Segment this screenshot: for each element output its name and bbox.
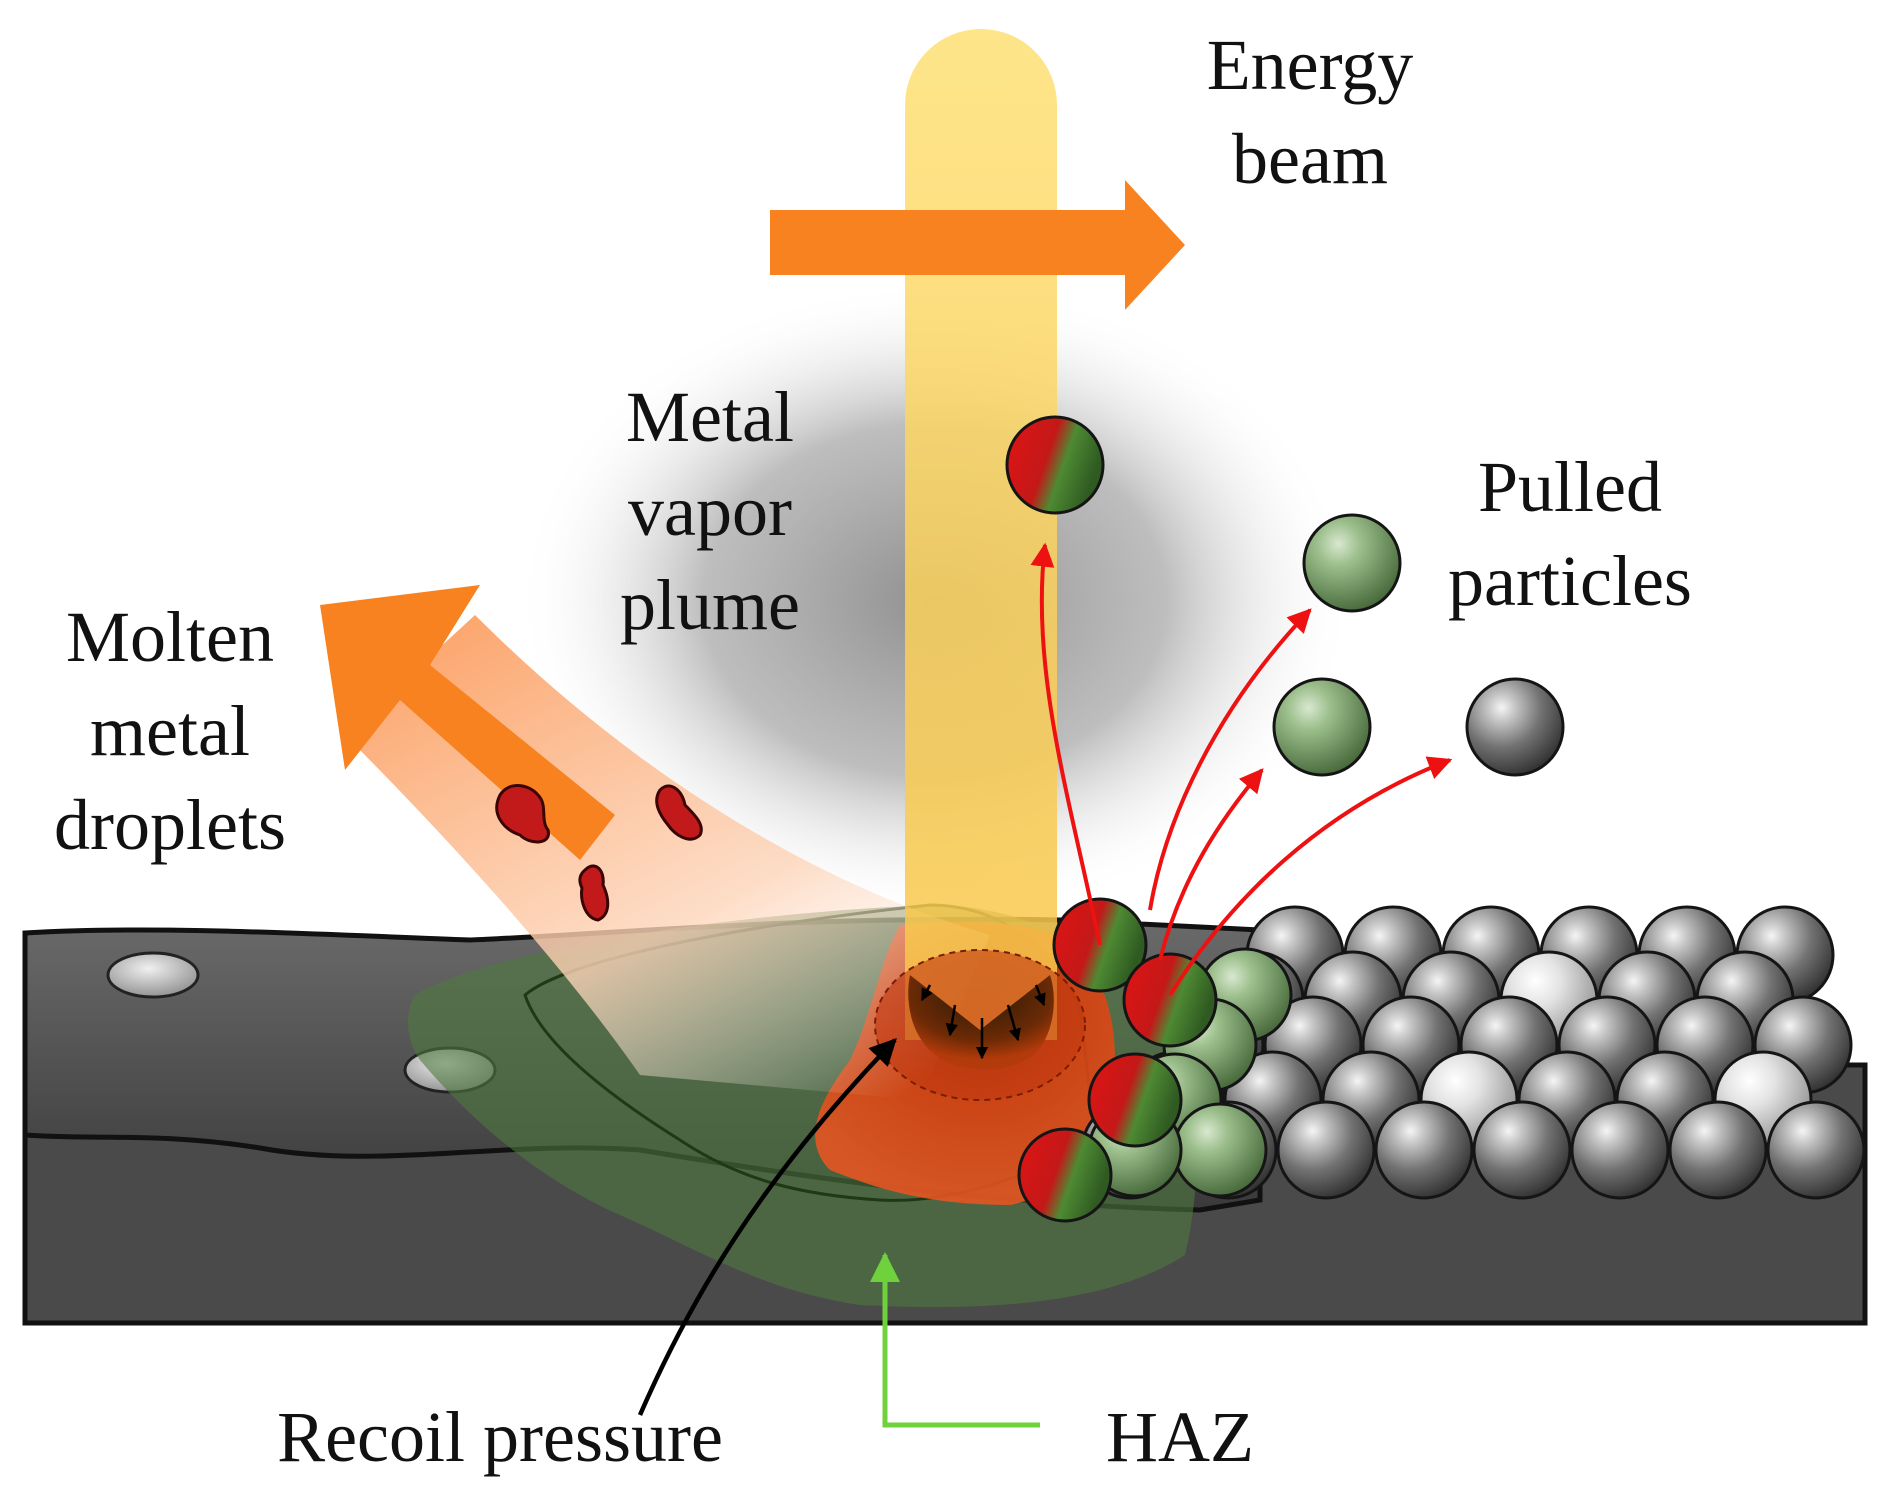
label-line: Molten bbox=[66, 597, 274, 677]
label-line: vapor bbox=[628, 471, 792, 551]
partially-melted-particle bbox=[1087, 1052, 1183, 1148]
ejection-arrow bbox=[1158, 768, 1264, 961]
molten-droplet bbox=[655, 784, 703, 841]
label-line: Energy bbox=[1206, 25, 1414, 105]
recoil-pressure-pointer bbox=[637, 1038, 897, 1416]
metal-vapor-plume-label: Metal vapor plume bbox=[590, 370, 830, 652]
recoil-pressure-label: Recoil pressure bbox=[277, 1397, 723, 1477]
ejection-arrows bbox=[1030, 542, 1453, 997]
label-line: metal bbox=[90, 691, 250, 771]
pulled-particle bbox=[1302, 513, 1402, 613]
scan-direction-arrow bbox=[770, 180, 1185, 310]
powder-particle bbox=[1276, 1100, 1376, 1200]
pulled-particle bbox=[1465, 677, 1565, 777]
powder-particle bbox=[1374, 1100, 1474, 1200]
label-line: Metal bbox=[626, 377, 794, 457]
heated-particle bbox=[1172, 1102, 1268, 1198]
powder-particle bbox=[1668, 1100, 1768, 1200]
ejection-arrow bbox=[1168, 756, 1453, 997]
powder-particle bbox=[1472, 1100, 1572, 1200]
ejection-arrow bbox=[1148, 608, 1312, 911]
powder-particle bbox=[1766, 1100, 1866, 1200]
droplet-direction-arrow bbox=[320, 585, 615, 860]
haz-pointer bbox=[870, 1252, 1040, 1428]
label-line: plume bbox=[620, 565, 800, 645]
powder-particle bbox=[1570, 1100, 1670, 1200]
energy-beam bbox=[905, 29, 1057, 1040]
pulled-particle bbox=[1272, 677, 1372, 777]
recoil-pressure-arrows bbox=[920, 984, 1046, 1060]
label-line: beam bbox=[1232, 119, 1388, 199]
boundary-particles bbox=[1017, 897, 1293, 1223]
partially-melted-particle bbox=[1017, 1127, 1113, 1223]
partially-melted-particle bbox=[1122, 952, 1218, 1048]
energy-beam-label: Energy beam bbox=[1190, 18, 1430, 206]
pore bbox=[106, 951, 200, 999]
label-line: Pulled bbox=[1477, 447, 1662, 527]
molten-droplet bbox=[495, 784, 550, 844]
haz-label: HAZ bbox=[1106, 1397, 1254, 1477]
ejection-arrow bbox=[1030, 542, 1102, 946]
pulled-particles bbox=[1005, 415, 1565, 777]
molten-droplets-label: Molten metal droplets bbox=[40, 590, 300, 872]
molten-droplet bbox=[578, 864, 610, 922]
keyhole bbox=[874, 949, 1086, 1101]
spatter-particle bbox=[1005, 415, 1105, 515]
label-line: particles bbox=[1448, 541, 1692, 621]
label-line: droplets bbox=[54, 785, 286, 865]
pulled-particles-label: Pulled particles bbox=[1420, 440, 1720, 628]
